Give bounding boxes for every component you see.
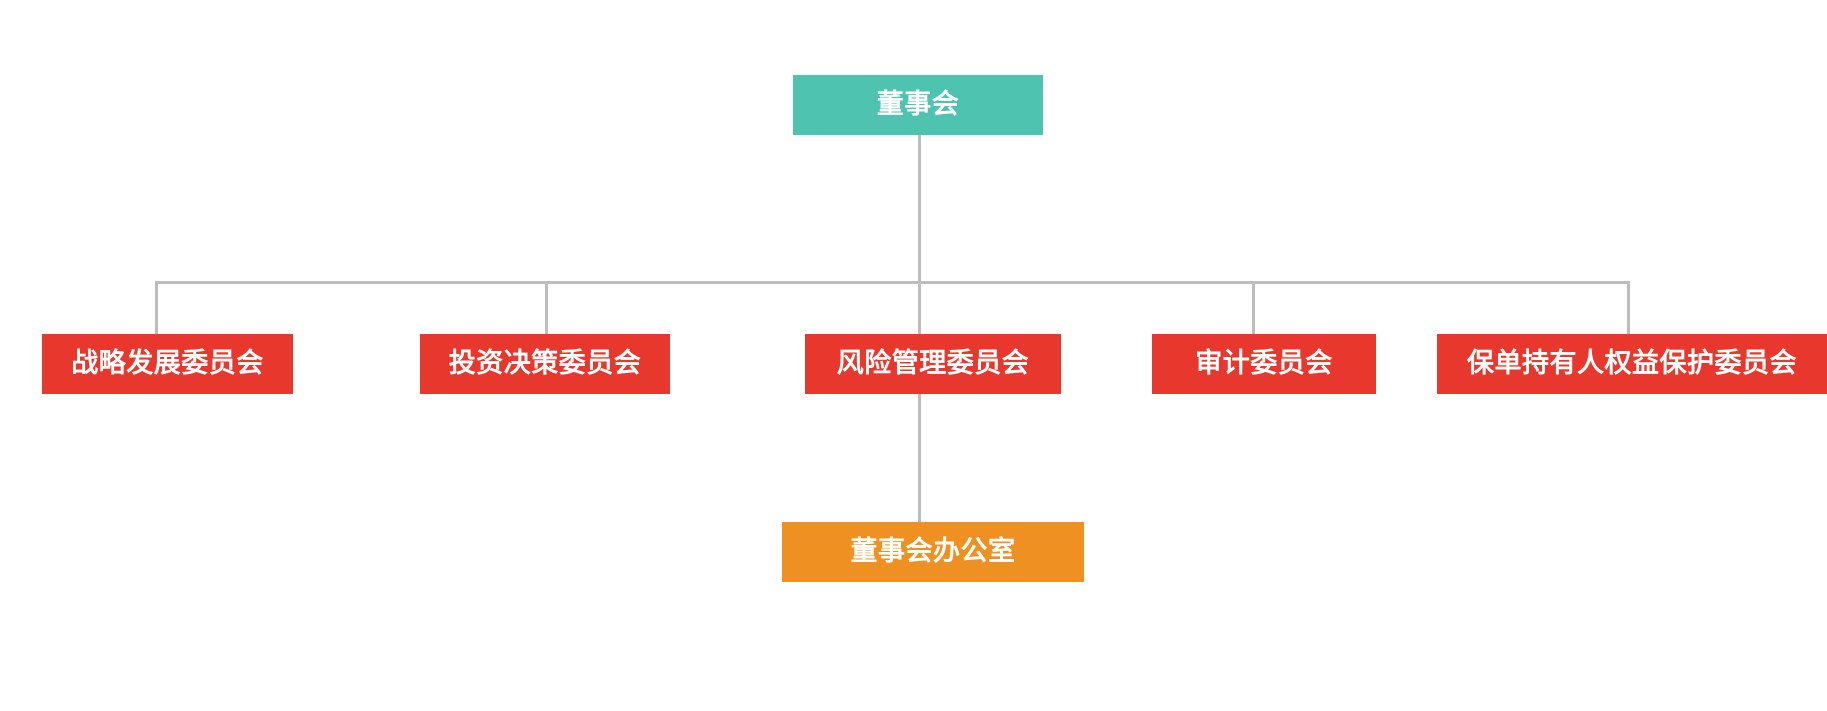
node-committee-policyholder-rights-protection-label: 保单持有人权益保护委员会 [1467,348,1797,380]
node-committee-strategic-development-label: 战略发展委员会 [71,348,264,380]
connector-drop-committee-4 [1252,281,1255,335]
connector-horizontal-bus [155,281,1629,284]
node-committee-investment-decision[interactable]: 投资决策委员会 [420,334,670,394]
node-committee-investment-decision-label: 投资决策委员会 [448,348,642,380]
connector-drop-committee-5 [1627,281,1630,335]
node-board-of-directors[interactable]: 董事会 [793,75,1043,135]
connector-root-to-office-vertical [918,135,921,523]
node-committee-risk-management[interactable]: 风险管理委员会 [805,334,1061,394]
node-committee-risk-management-label: 风险管理委员会 [836,348,1030,380]
node-board-office-label: 董事会办公室 [850,536,1016,568]
node-committee-policyholder-rights-protection[interactable]: 保单持有人权益保护委员会 [1437,334,1827,394]
node-board-of-directors-label: 董事会 [876,89,960,121]
node-committee-strategic-development[interactable]: 战略发展委员会 [42,334,293,394]
node-board-office[interactable]: 董事会办公室 [782,522,1084,582]
connector-drop-committee-1 [155,281,158,335]
connector-drop-committee-2 [545,281,548,335]
node-committee-audit[interactable]: 审计委员会 [1152,334,1376,394]
node-committee-audit-label: 审计委员会 [1195,348,1333,380]
